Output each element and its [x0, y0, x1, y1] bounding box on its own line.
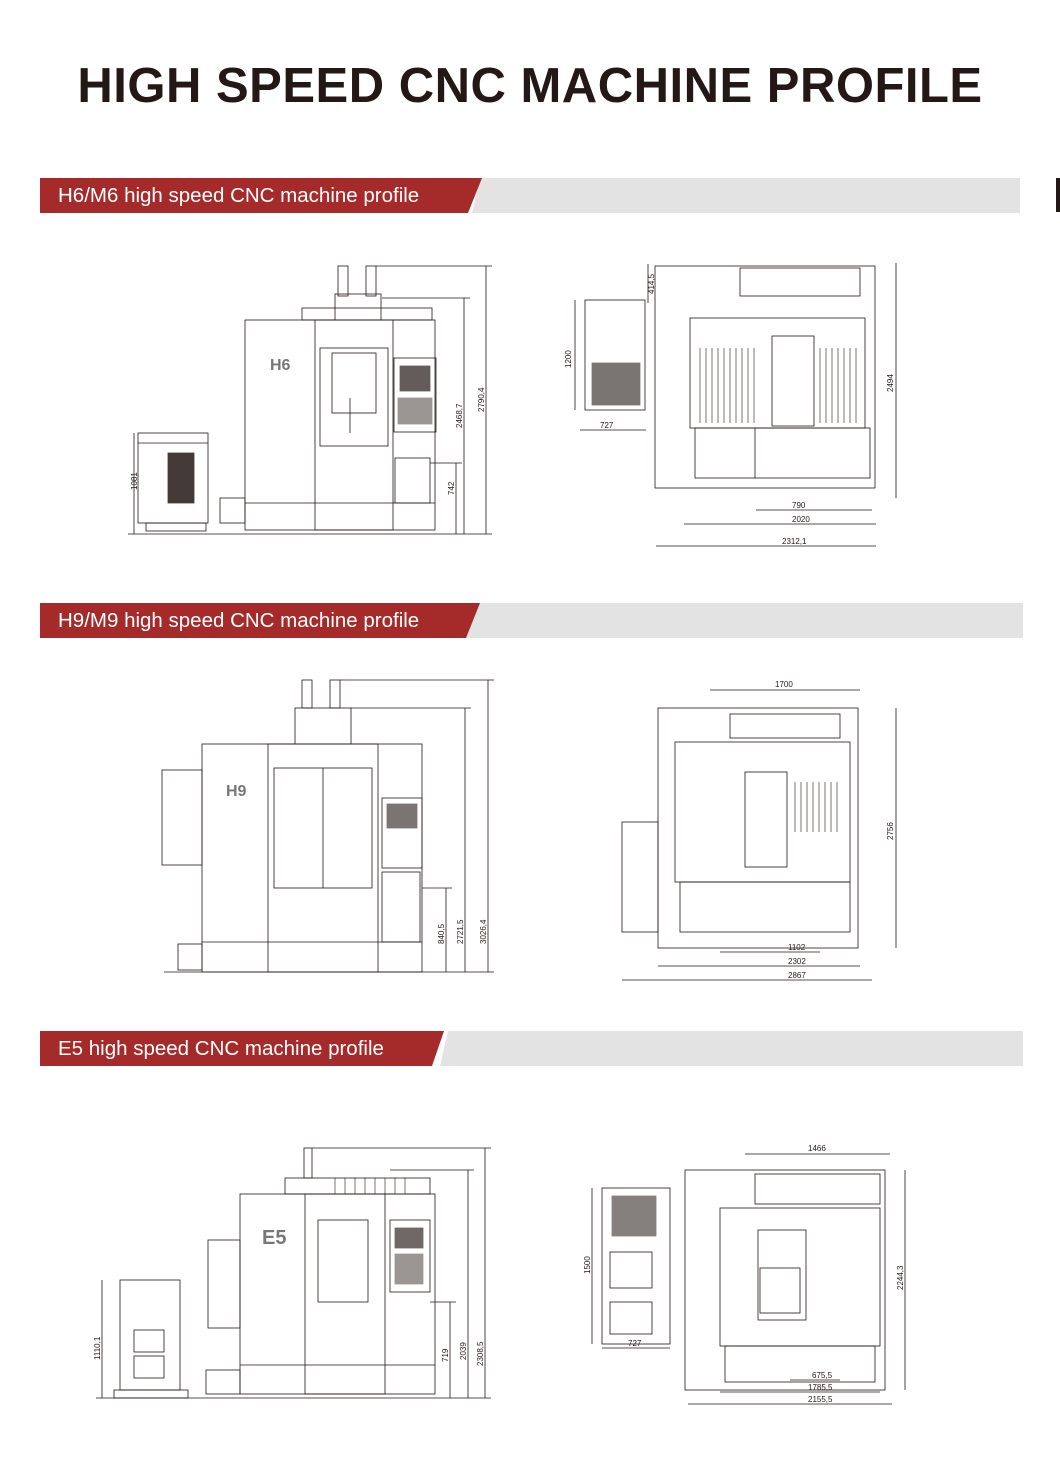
dim-790: 790 — [792, 501, 806, 510]
dim-675-5: 675,5 — [812, 1371, 833, 1380]
dim-2721-5: 2721,5 — [456, 919, 465, 944]
dim-1700: 1700 — [775, 680, 793, 689]
section-banner-h6: H6/M6 high speed CNC machine profile — [40, 178, 1020, 213]
dim-2308-5: 2308,5 — [476, 1341, 485, 1366]
h9-top-view-drawing: 1700 2756 1102 2302 2867 — [610, 672, 910, 987]
dim-1466: 1466 — [808, 1144, 826, 1153]
edge-mark — [1056, 178, 1060, 212]
dim-2867: 2867 — [788, 971, 806, 980]
dim-2302: 2302 — [788, 957, 806, 966]
dim-3026-4: 3026,4 — [479, 919, 488, 944]
dim-2244-3: 2244,3 — [896, 1265, 905, 1290]
h6-front-view-drawing: H6 1081 742 2468,7 2790,4 — [120, 258, 520, 548]
banner-shape — [40, 178, 1020, 213]
dim-742: 742 — [447, 481, 456, 495]
section-banner-h9: H9/M9 high speed CNC machine profile — [40, 603, 1023, 638]
dim-2020: 2020 — [792, 515, 810, 524]
section-heading: E5 high speed CNC machine profile — [58, 1037, 384, 1060]
section-heading: H6/M6 high speed CNC machine profile — [58, 184, 420, 207]
dim-1102: 1102 — [788, 943, 806, 952]
dim-1785-5: 1785,5 — [808, 1383, 833, 1392]
h9-front-view-drawing: H9 840,5 2721,5 3026,4 — [150, 672, 500, 982]
e5-top-view-drawing: 1466 1500 727 2244,3 675,5 1785,5 2155,5 — [580, 1140, 920, 1430]
page-title: HIGH SPEED CNC MACHINE PROFILE — [77, 59, 983, 113]
section-heading: H9/M9 high speed CNC machine profile — [58, 609, 420, 632]
banner-shape — [40, 603, 1023, 638]
e5-front-view-drawing: E5 1110,1 719 2039 2308,5 — [90, 1140, 500, 1410]
dim-414-5: 414,5 — [647, 273, 656, 294]
dim-2039: 2039 — [459, 1342, 468, 1360]
dim-2468-7: 2468,7 — [455, 403, 464, 428]
section-banner-e5: E5 high speed CNC machine profile — [40, 1031, 1023, 1066]
dim-2312-1: 2312,1 — [782, 537, 807, 546]
dim-727: 727 — [600, 421, 614, 430]
dim-727: 727 — [628, 1339, 642, 1348]
dim-1081: 1081 — [130, 472, 139, 490]
dim-1500: 1500 — [583, 1256, 592, 1274]
dim-1110-1: 1110,1 — [93, 1336, 102, 1360]
dim-1200: 1200 — [564, 350, 573, 368]
dim-840-5: 840,5 — [437, 923, 446, 944]
e5-badge: E5 — [262, 1227, 286, 1249]
banner-shape — [40, 1031, 1023, 1066]
dim-2155-5: 2155,5 — [808, 1395, 833, 1404]
h6-badge: H6 — [270, 357, 291, 374]
dim-2494: 2494 — [886, 374, 895, 392]
h6-top-view-drawing: 414,5 1200 727 2494 790 2020 2312,1 — [560, 258, 920, 558]
h9-badge: H9 — [226, 783, 247, 800]
dim-719: 719 — [441, 1348, 450, 1362]
dim-2790-4: 2790,4 — [477, 387, 486, 412]
dim-2756: 2756 — [886, 822, 895, 840]
